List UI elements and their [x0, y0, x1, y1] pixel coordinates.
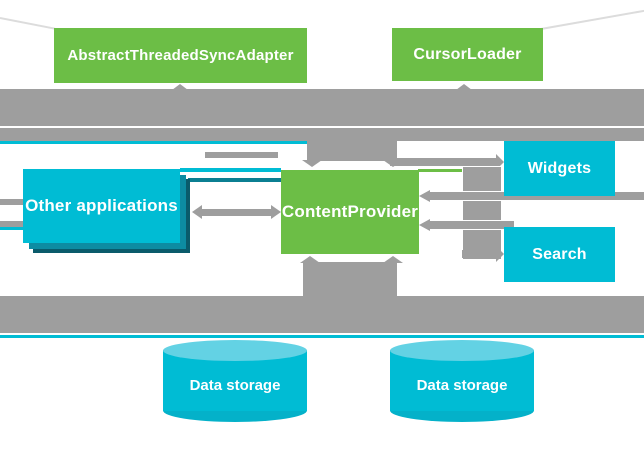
connector-column-to-contentprovider [307, 128, 397, 161]
up-arrowhead-under-contentprovider-left [300, 256, 320, 263]
faint-line-top-right [540, 9, 644, 30]
faint-line-top-left [0, 17, 56, 30]
node-search: Search [504, 227, 615, 282]
node-widgets: Widgets [504, 141, 615, 196]
vertical-pipe-widgets-search [462, 166, 501, 259]
double-arrow-right-head [271, 205, 281, 219]
arrow-band-top [0, 89, 644, 126]
gray-bar-left-gap [205, 152, 278, 158]
data-storage-left-label-box: Data storage [163, 375, 307, 395]
dark-teal-line-mid-gap [188, 178, 281, 182]
up-arrowhead-sync-adapter [172, 84, 188, 90]
widgets-label: Widgets [527, 159, 592, 177]
down-arrowhead-contentprovider-left [302, 160, 322, 167]
node-abstract-threaded-sync-adapter: AbstractThreadedSyncAdapter [54, 28, 307, 83]
cyan-line-bottom-full [0, 335, 644, 338]
arrow-bar-to-search [462, 250, 496, 258]
gray-stub-left-lower [0, 221, 23, 227]
arrow-bar-to-widgets [390, 158, 496, 166]
data-storage-right-label: Data storage [416, 376, 508, 394]
arrow-band-bottom [0, 296, 644, 333]
cyan-line-upper-left [0, 141, 307, 144]
data-storage-left-label: Data storage [189, 376, 281, 394]
node-content-provider: ContentProvider [281, 170, 419, 254]
content-provider-label: ContentProvider [281, 202, 419, 221]
cyan-stub-left-edge [0, 227, 23, 230]
data-storage-right-label-box: Data storage [390, 375, 534, 395]
node-cursor-loader: CursorLoader [392, 28, 543, 81]
left-arrowhead-contentprovider-upper [419, 190, 430, 202]
search-label: Search [532, 245, 587, 263]
up-arrowhead-under-contentprovider-right [383, 256, 403, 263]
gray-stub-left-upper [0, 199, 23, 205]
other-applications-label: Other applications [25, 196, 178, 215]
up-arrowhead-cursor-loader [456, 84, 472, 90]
cyan-line-mid-gap [180, 168, 281, 172]
right-arrowhead-search [496, 246, 504, 262]
green-stub-line [418, 169, 462, 172]
double-arrow-bar-otherapps-contentprovider [201, 209, 273, 216]
arrow-bar-into-contentprovider-lower [430, 220, 514, 230]
left-arrowhead-contentprovider-lower [419, 219, 430, 231]
node-other-applications: Other applications [23, 169, 180, 243]
sync-adapter-label: AbstractThreadedSyncAdapter [67, 47, 294, 64]
cursor-loader-label: CursorLoader [413, 45, 522, 63]
connector-column-to-storage [303, 262, 397, 297]
cylinder-right-top-ellipse [390, 340, 534, 361]
double-arrow-left-head [192, 205, 202, 219]
right-arrowhead-widgets [496, 154, 504, 170]
cylinder-left-top-ellipse [163, 340, 307, 361]
